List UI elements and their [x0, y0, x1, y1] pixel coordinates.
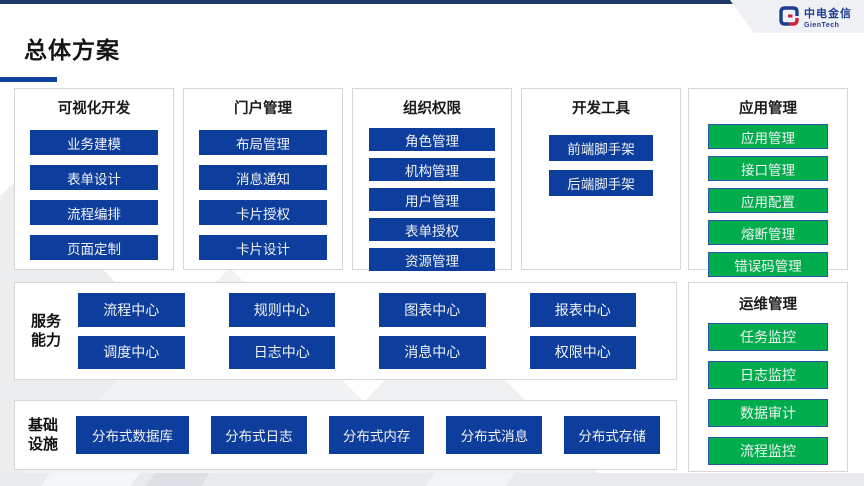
feature-box: 日志中心 [228, 335, 335, 369]
feature-box: 角色管理 [369, 128, 495, 151]
panel-portal-management: 门户管理 布局管理 消息通知 卡片授权 卡片设计 [183, 88, 343, 270]
title-accent-bar [0, 77, 57, 82]
feature-box: 分布式日志 [210, 416, 307, 454]
logo-name-cn: 中电金信 [804, 7, 852, 20]
feature-box: 分布式数据库 [76, 416, 189, 454]
feature-box: 流程监控 [708, 437, 828, 465]
feature-box: 应用配置 [708, 188, 828, 213]
feature-box: 分布式内存 [328, 416, 425, 454]
row-label: 基础 设施 [28, 416, 59, 454]
feature-box: 用户管理 [369, 188, 495, 211]
column-items: 业务建模 表单设计 流程编排 页面定制 [15, 130, 173, 260]
column-title: 组织权限 [403, 101, 461, 117]
feature-box: 前端脚手架 [549, 135, 653, 161]
column-items: 布局管理 消息通知 卡片授权 卡片设计 [184, 130, 342, 260]
feature-box: 日志监控 [708, 361, 828, 389]
infra-items: 分布式数据库 分布式日志 分布式内存 分布式消息 分布式存储 [76, 416, 660, 454]
top-navy-bar [0, 0, 864, 4]
logo-text: 中电金信 GienTech [804, 7, 852, 29]
feature-box: 报表中心 [529, 293, 636, 327]
service-items: 流程中心 规则中心 图表中心 报表中心 调度中心 日志中心 消息中心 权限中心 [78, 293, 636, 369]
feature-box: 图表中心 [379, 293, 486, 327]
panel-dev-tools: 开发工具 前端脚手架 后端脚手架 [521, 88, 681, 270]
logo-name-en: GienTech [804, 21, 840, 29]
panel-app-management: 应用管理 应用管理 接口管理 应用配置 熔断管理 错误码管理 [688, 88, 848, 277]
column-title: 运维管理 [739, 297, 797, 313]
column-title: 开发工具 [572, 101, 630, 117]
column-items: 角色管理 机构管理 用户管理 表单授权 资源管理 [353, 128, 511, 271]
feature-box: 表单设计 [30, 165, 158, 190]
panel-service-capability: 服务 能力 流程中心 规则中心 图表中心 报表中心 调度中心 日志中心 消息中心… [14, 282, 677, 380]
column-title: 可视化开发 [57, 101, 131, 117]
feature-box: 接口管理 [708, 156, 828, 181]
feature-box: 应用管理 [708, 124, 828, 149]
feature-box: 错误码管理 [708, 252, 828, 277]
feature-box: 卡片设计 [199, 235, 327, 260]
feature-box: 消息中心 [379, 335, 486, 369]
column-title: 门户管理 [234, 101, 292, 117]
feature-box: 消息通知 [199, 165, 327, 190]
row-label: 服务 能力 [31, 312, 62, 350]
feature-box: 布局管理 [199, 130, 327, 155]
feature-box: 数据审计 [708, 399, 828, 427]
footer-chevron [142, 473, 213, 486]
page-title: 总体方案 [24, 37, 120, 63]
footer-chevron [422, 473, 518, 486]
column-items: 前端脚手架 后端脚手架 [522, 135, 680, 196]
panel-visual-development: 可视化开发 业务建模 表单设计 流程编排 页面定制 [14, 88, 174, 270]
column-title: 应用管理 [739, 101, 797, 117]
column-items: 任务监控 日志监控 数据审计 流程监控 [689, 323, 847, 465]
feature-box: 分布式消息 [446, 416, 543, 454]
feature-box: 业务建模 [30, 130, 158, 155]
feature-box: 资源管理 [369, 248, 495, 271]
feature-box: 流程中心 [78, 293, 185, 327]
logo-background-band [730, 0, 864, 33]
footer-decoration-band [0, 473, 864, 486]
feature-box: 分布式存储 [564, 416, 660, 454]
feature-box: 熔断管理 [708, 220, 828, 245]
feature-box: 机构管理 [369, 158, 495, 181]
feature-box: 权限中心 [529, 335, 636, 369]
gientech-logo-icon [779, 6, 799, 31]
feature-box: 任务监控 [708, 323, 828, 351]
feature-box: 规则中心 [228, 293, 335, 327]
feature-box: 后端脚手架 [549, 170, 653, 196]
footer-chevron [37, 473, 143, 486]
panel-ops-management: 运维管理 任务监控 日志监控 数据审计 流程监控 [688, 282, 848, 472]
feature-box: 流程编排 [30, 200, 158, 225]
company-logo: 中电金信 GienTech [779, 6, 852, 31]
feature-box: 调度中心 [78, 335, 185, 369]
panel-org-permissions: 组织权限 角色管理 机构管理 用户管理 表单授权 资源管理 [352, 88, 512, 271]
feature-box: 页面定制 [30, 235, 158, 260]
feature-box: 卡片授权 [199, 200, 327, 225]
feature-box: 表单授权 [369, 218, 495, 241]
panel-infrastructure: 基础 设施 分布式数据库 分布式日志 分布式内存 分布式消息 分布式存储 [14, 400, 677, 470]
column-items: 应用管理 接口管理 应用配置 熔断管理 错误码管理 [689, 124, 847, 277]
